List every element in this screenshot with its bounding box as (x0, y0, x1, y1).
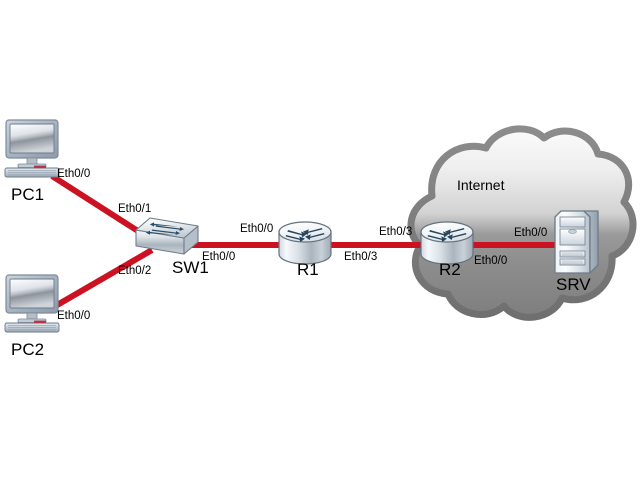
srv-icon (554, 210, 599, 274)
iface-label-sw1-eth00: Eth0/0 (202, 251, 236, 263)
pc2-icon (4, 274, 60, 333)
r2-icon (420, 221, 474, 265)
link-pc1-sw1 (50, 173, 154, 243)
iface-label-r2-eth00: Eth0/0 (474, 255, 508, 267)
links-layer (50, 173, 566, 311)
iface-label-sw1-eth02: Eth0/2 (118, 265, 152, 277)
r1-icon (278, 221, 332, 265)
iface-label-r1-eth03: Eth0/3 (344, 251, 378, 263)
cloud-label-internet: Internet (457, 177, 505, 193)
device-label-pc1: PC1 (11, 185, 45, 204)
device-label-pc2: PC2 (11, 340, 45, 359)
sw1-icon (135, 217, 199, 255)
device-label-sw1: SW1 (172, 258, 209, 277)
device-label-r1: R1 (297, 260, 319, 279)
iface-label-r2-eth03: Eth0/3 (379, 226, 413, 238)
device-label-srv: SRV (556, 275, 591, 294)
iface-label-sw1-eth01: Eth0/1 (118, 203, 152, 215)
iface-label-pc1-eth00: Eth0/0 (57, 168, 91, 180)
iface-label-srv-eth00: Eth0/0 (514, 227, 548, 239)
iface-label-r1-eth00: Eth0/0 (240, 223, 274, 235)
link-pc2-sw1 (50, 247, 154, 311)
iface-label-pc2-eth00: Eth0/0 (57, 310, 91, 322)
device-label-r2: R2 (439, 260, 461, 279)
pc1-icon (4, 119, 60, 178)
